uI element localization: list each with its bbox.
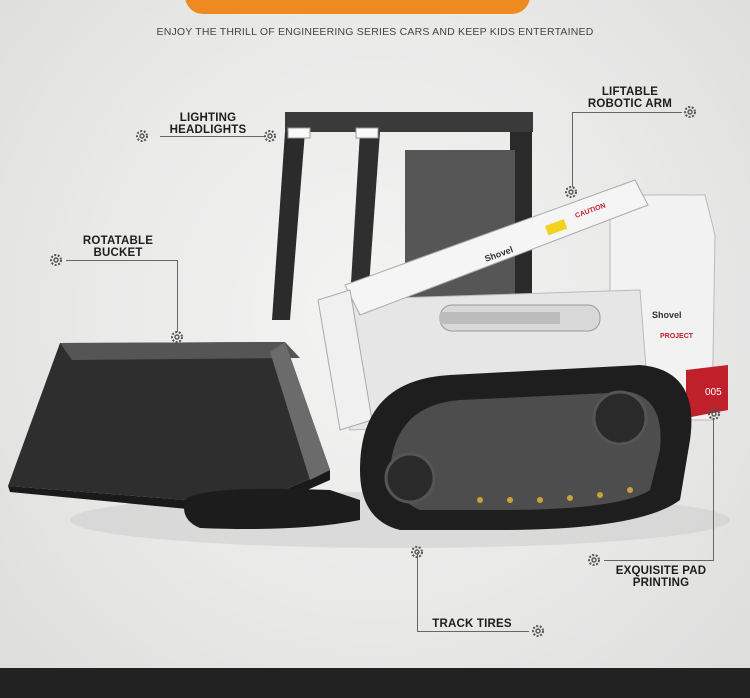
label-track-tires: TRACK TIRES [432,618,512,630]
gear-icon [262,128,278,144]
gear-icon [409,544,425,560]
callout-line-arm-v [572,112,573,187]
callout-line-printing-h [604,560,714,561]
decal-project: PROJECT [660,333,694,340]
label-lighting-headlights: LIGHTING HEADLIGHTS [169,112,247,136]
callout-line-bucket-h [66,260,178,261]
gear-icon [169,329,185,345]
gear-icon [682,104,698,120]
label-liftable-robotic-arm: LIFTABLE ROBOTIC ARM [587,86,673,110]
label-exquisite-pad-printing: EXQUISITE PAD PRINTING [615,565,707,589]
callout-line-headlights [160,136,266,137]
gear-icon [530,623,546,639]
tagline: ENJOY THE THRILL OF ENGINEERING SERIES C… [156,26,594,38]
callout-line-printing-v [713,420,714,560]
callout-line-arm-h [572,112,682,113]
footer-bar [0,668,750,698]
gear-icon [48,252,64,268]
gear-icon [706,406,722,422]
decal-brand-rear: Shovel [652,310,682,320]
gear-icon [134,128,150,144]
label-rotatable-bucket: ROTATABLE BUCKET [82,235,154,259]
callout-line-bucket-v [177,260,178,332]
decal-number: 005 [705,387,722,398]
orange-header-tab [185,0,530,14]
callout-line-tracks-h [417,631,529,632]
gear-icon [563,184,579,200]
callout-line-tracks-v [417,552,418,632]
gear-icon [586,552,602,568]
